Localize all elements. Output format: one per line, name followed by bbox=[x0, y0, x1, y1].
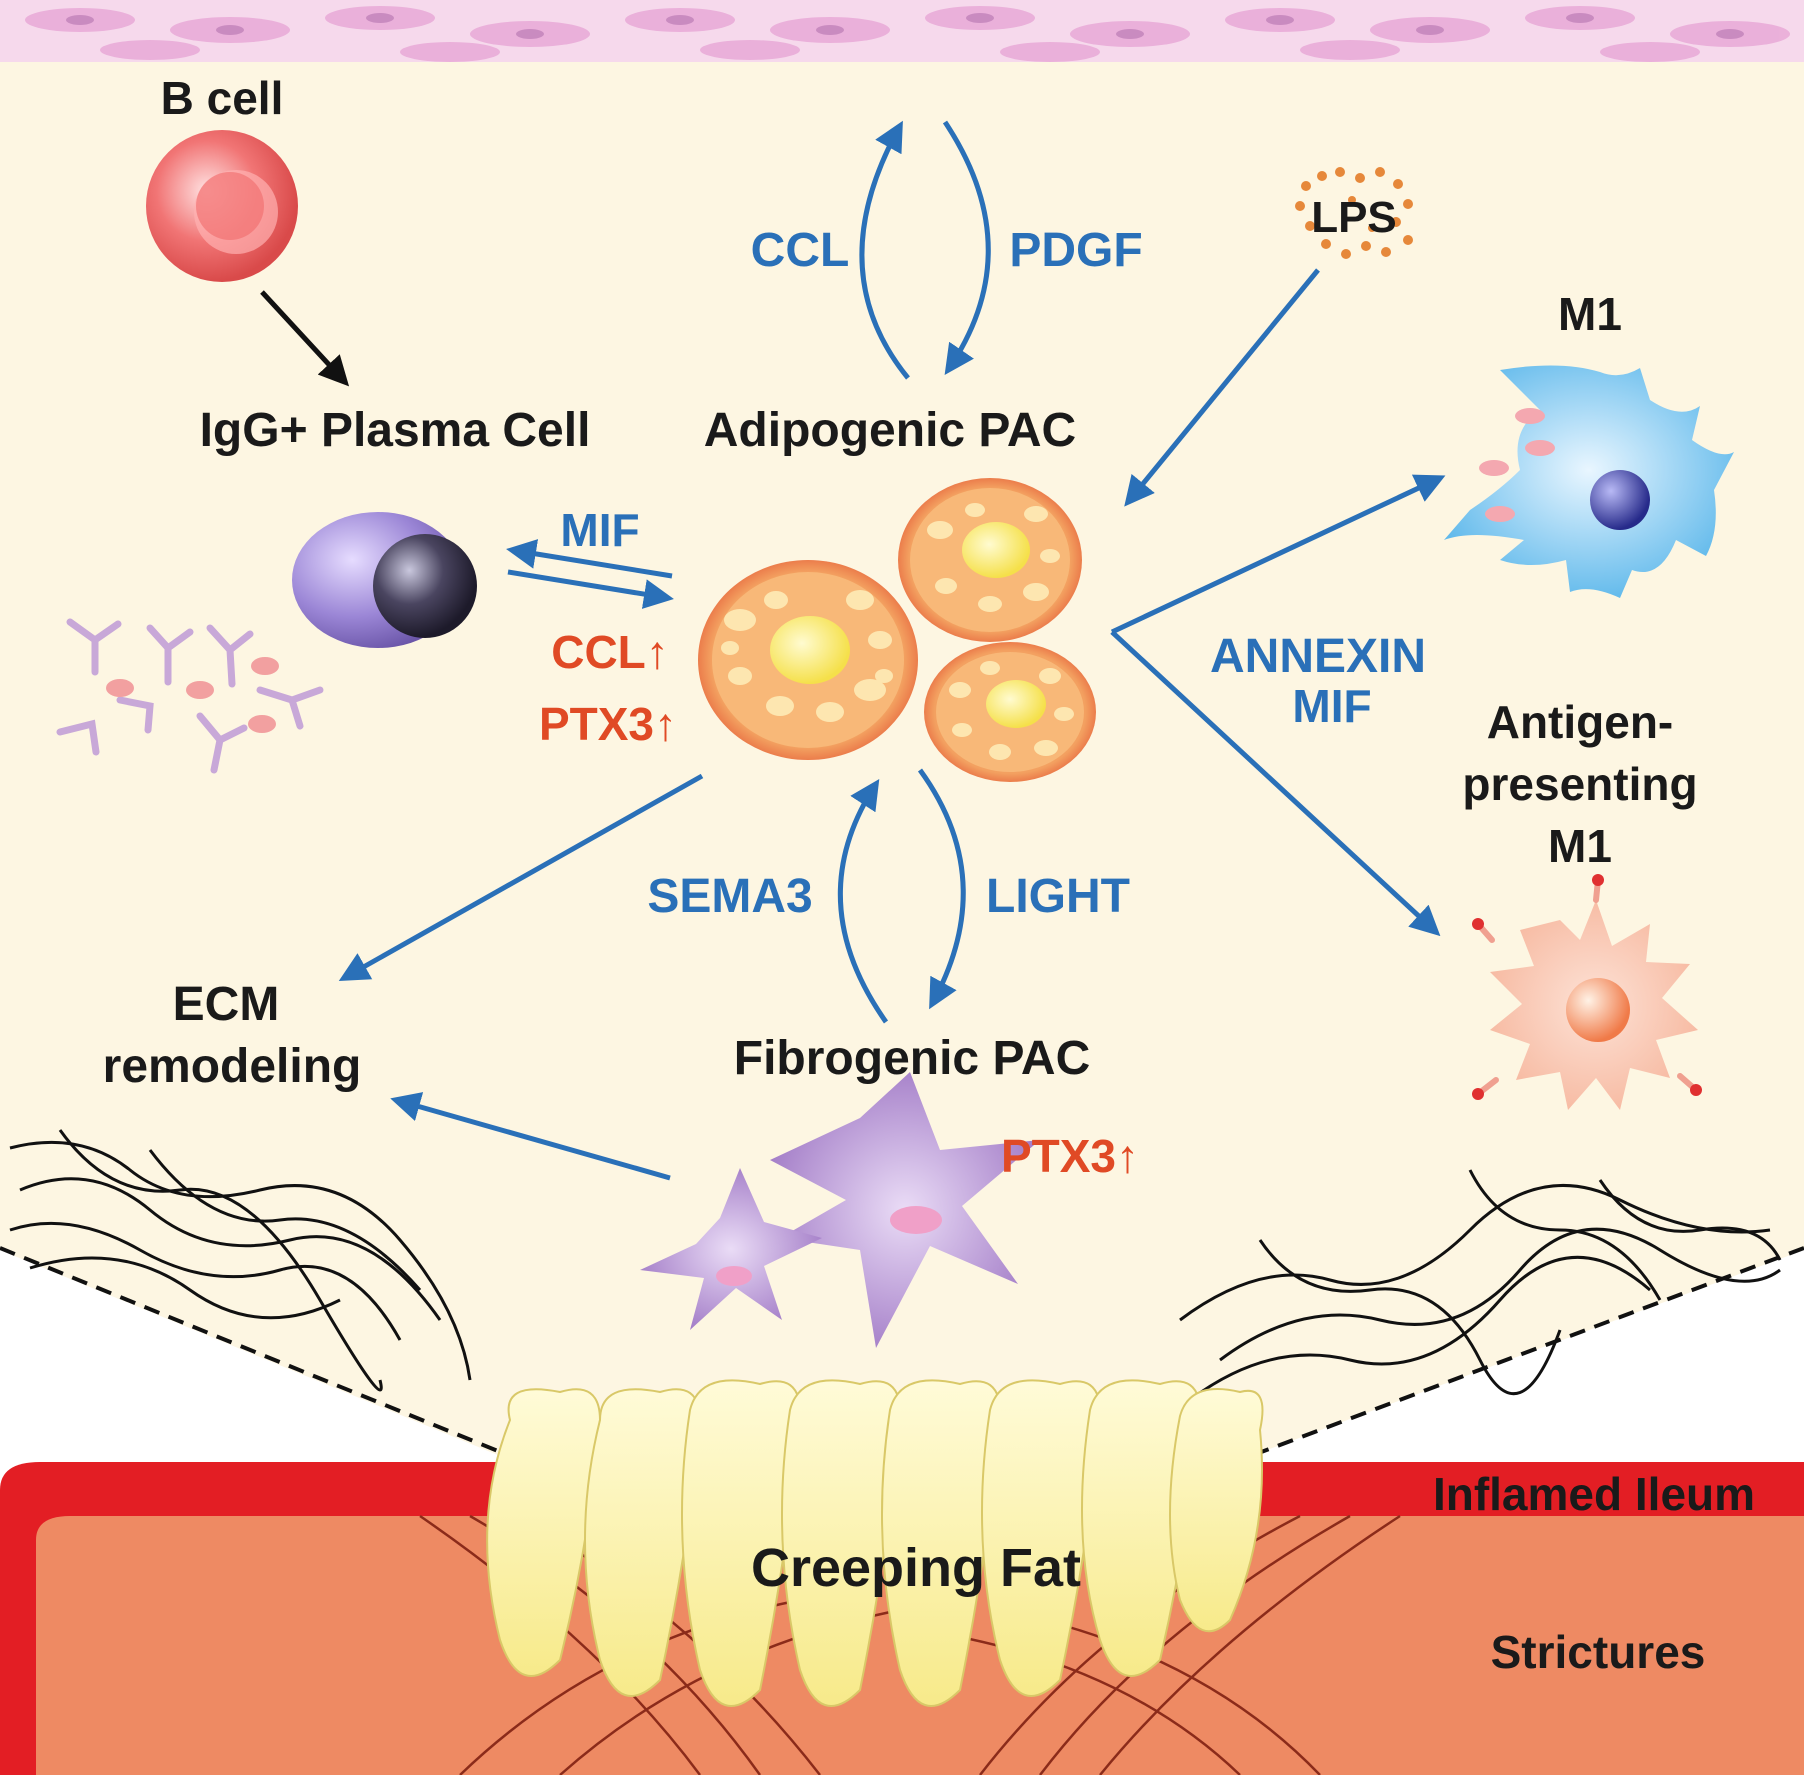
ptx3-fibrogenic-label: PTX3↑ bbox=[1001, 1130, 1139, 1182]
creeping-fat-lobules bbox=[486, 1379, 1264, 1707]
pac-to-m1-arrow bbox=[1110, 474, 1446, 635]
lps-label: LPS bbox=[1311, 193, 1397, 242]
light-label: LIGHT bbox=[986, 870, 1130, 923]
adipogenic-pac-label: Adipogenic PAC bbox=[704, 404, 1076, 457]
epithelium-layer bbox=[0, 0, 1804, 62]
collagen-fibers-left bbox=[9, 1129, 472, 1392]
plasma-cell-icon bbox=[292, 512, 477, 648]
m1-label: M1 bbox=[1558, 288, 1622, 340]
apc-label-line2: presenting bbox=[1462, 758, 1697, 810]
lps-to-pac-arrow bbox=[1124, 268, 1320, 507]
tissue-magnified-region bbox=[0, 0, 1804, 1460]
ecm-label-line2: remodeling bbox=[103, 1040, 362, 1093]
plasma-cell-label: IgG+ Plasma Cell bbox=[200, 404, 591, 457]
zoom-line-left bbox=[0, 1246, 521, 1462]
ecm-label-line1: ECM bbox=[173, 978, 280, 1031]
antigen-dots bbox=[106, 657, 279, 733]
light-down-arrow bbox=[917, 768, 966, 1010]
antigen-presenting-m1-icon bbox=[1472, 874, 1702, 1110]
inflamed-ileum-label: Inflamed Ileum bbox=[1433, 1468, 1755, 1520]
pac-to-ecm-arrow bbox=[338, 773, 704, 981]
ptx3-upregulated-label: PTX3↑ bbox=[539, 698, 677, 750]
pac-to-apc-arrow bbox=[1110, 630, 1441, 937]
mif-plasma-label: MIF bbox=[560, 504, 639, 556]
b-cell-to-plasma-arrow bbox=[260, 290, 350, 387]
pdgf-label: PDGF bbox=[1009, 224, 1142, 277]
sema3-label: SEMA3 bbox=[647, 870, 812, 923]
apc-label-line1: Antigen- bbox=[1487, 696, 1674, 748]
apc-label-line3: M1 bbox=[1548, 820, 1612, 872]
fibrogenic-pac-label: Fibrogenic PAC bbox=[734, 1032, 1090, 1085]
ccl-upregulated-label: CCL↑ bbox=[551, 626, 669, 678]
mif-arrow-to-plasma bbox=[506, 539, 673, 579]
mif-arrow-to-pac bbox=[507, 569, 674, 609]
sema3-up-arrow bbox=[837, 778, 889, 1024]
antibody-icons bbox=[56, 618, 324, 774]
pdgf-down-arrow bbox=[942, 120, 991, 375]
b-cell-icon bbox=[146, 130, 298, 282]
fibrogenic-to-ecm-arrow bbox=[390, 1092, 671, 1181]
collagen-fibers-right bbox=[1179, 1169, 1782, 1402]
creeping-fat-label: Creeping Fat bbox=[751, 1538, 1081, 1598]
ccl-label: CCL bbox=[751, 224, 850, 277]
lps-particles bbox=[1295, 167, 1413, 259]
zoom-line-right bbox=[1239, 1246, 1804, 1462]
m1-macrophage-icon bbox=[1444, 365, 1734, 598]
adipogenic-pac-cells bbox=[698, 478, 1096, 782]
ccl-up-arrow bbox=[859, 120, 910, 380]
mif-macrophage-label: MIF bbox=[1292, 680, 1371, 732]
b-cell-label: B cell bbox=[161, 72, 284, 124]
fibrogenic-pac-cells bbox=[640, 1072, 1040, 1348]
strictures-label: Strictures bbox=[1491, 1626, 1706, 1678]
annexin-label: ANNEXIN bbox=[1210, 630, 1426, 683]
